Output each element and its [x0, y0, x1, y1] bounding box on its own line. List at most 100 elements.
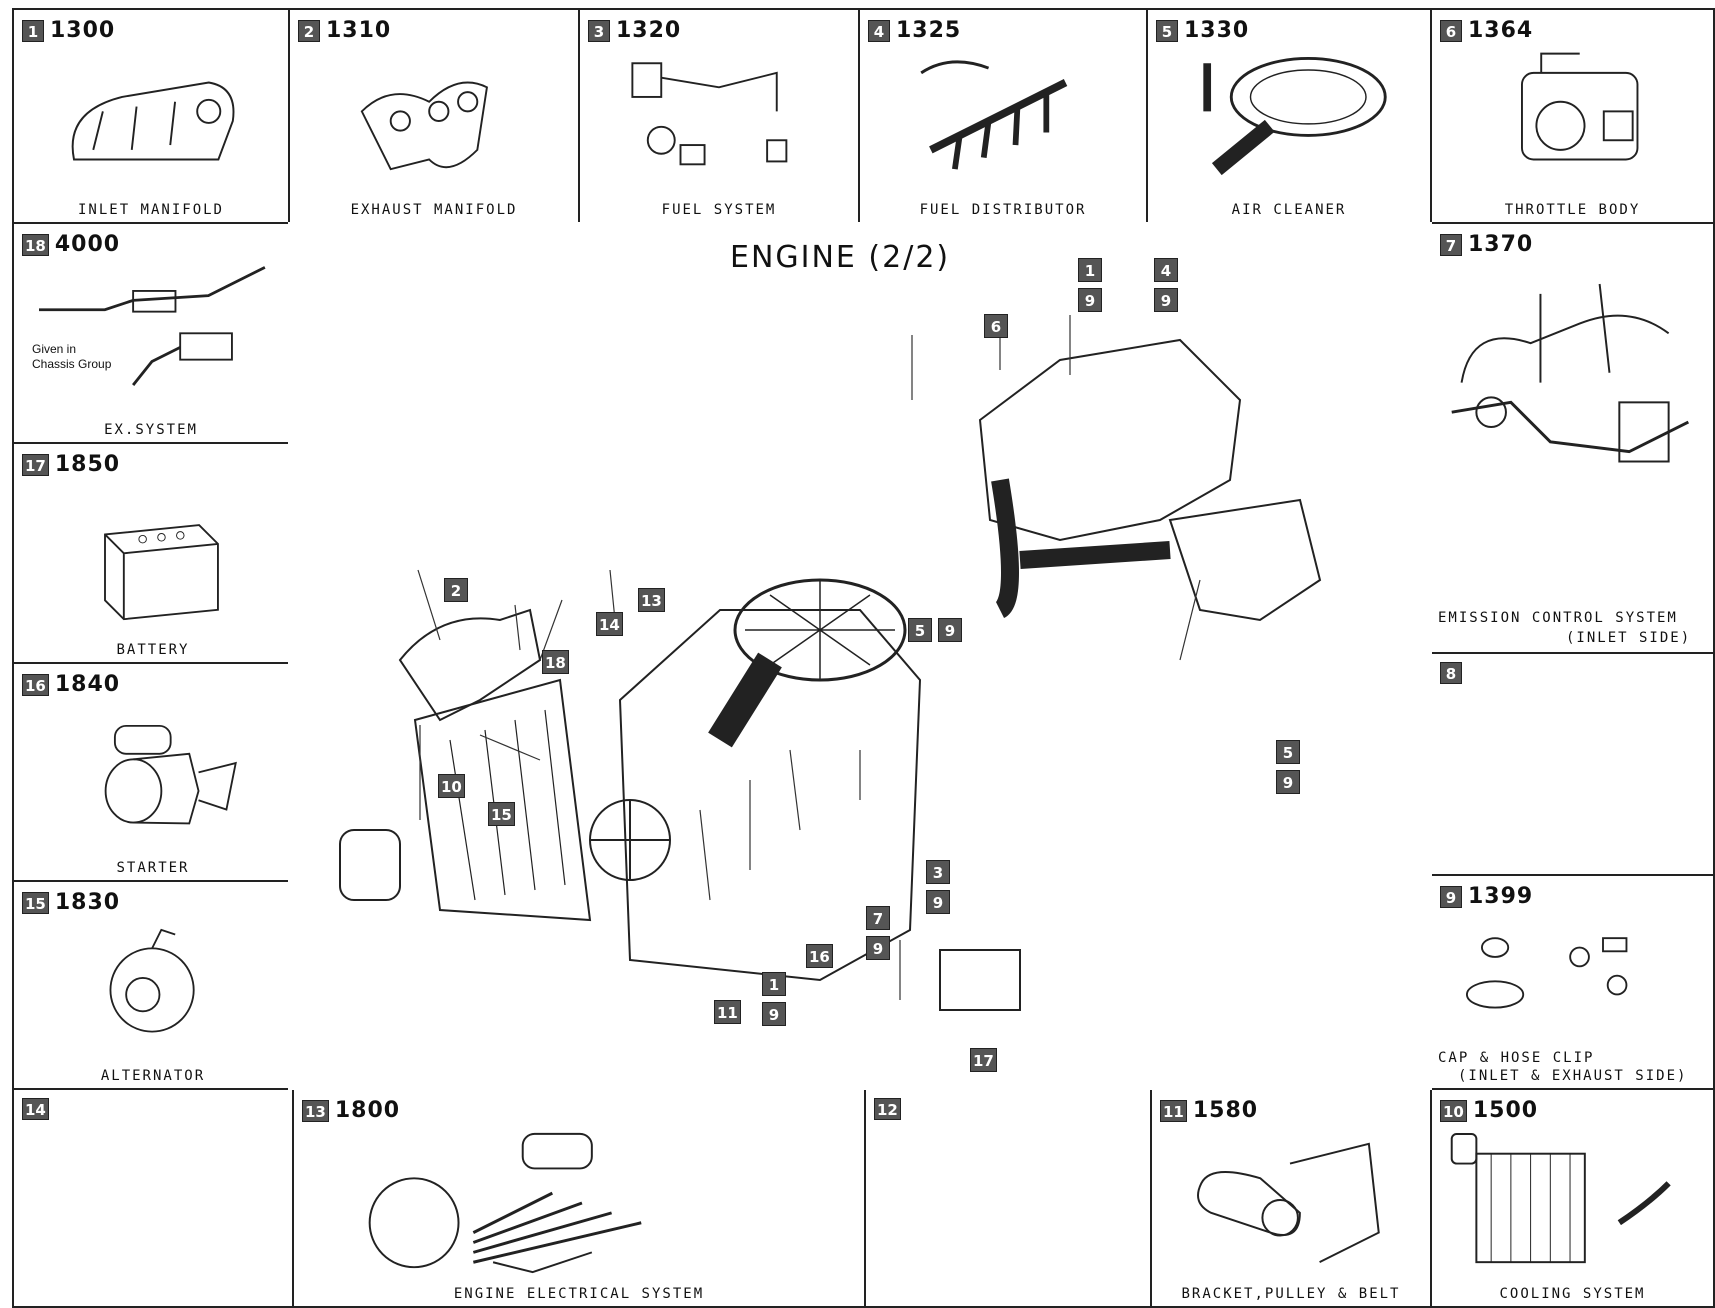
callout-badge: 3 [926, 860, 950, 884]
diagram-title: ENGINE (2/2) [730, 240, 951, 275]
cell-fuel-distributor[interactable]: 4 1325 FUEL DISTRIBUTOR [858, 8, 1148, 224]
caption: FUEL DISTRIBUTOR [919, 202, 1087, 218]
inlet-manifold-icon [14, 44, 288, 198]
caption: BATTERY [116, 642, 190, 658]
part-code: 1370 [1468, 232, 1534, 257]
part-code: 1320 [616, 18, 682, 43]
callout-badge: 1 [1078, 258, 1102, 282]
callout-badge: 1 [762, 972, 786, 996]
caption: COOLING SYSTEM [1499, 1286, 1646, 1302]
section-number-badge: 16 [22, 673, 49, 696]
caption: EXHAUST MANIFOLD [350, 202, 518, 218]
fuel-distributor-icon [860, 44, 1146, 198]
callout-badge: 11 [714, 1000, 741, 1024]
callout-badge: 9 [1154, 288, 1178, 312]
part-code: 1310 [326, 18, 392, 43]
note-line: Given in [32, 342, 77, 356]
caption-line: (INLET SIDE) [1566, 630, 1692, 646]
part-code: 4000 [54, 232, 121, 257]
section-number-badge: 4 [868, 19, 890, 42]
section-number-badge: 10 [1440, 1099, 1467, 1122]
section-number-badge: 6 [1440, 19, 1462, 42]
part-code: 1300 [50, 18, 116, 43]
cell-cap-hose-clip[interactable]: 9 1399 CAP & HOSE CLIP (INLET & EXHAUST S… [1430, 874, 1715, 1090]
note-line: Chassis Group [32, 357, 112, 371]
battery-icon [14, 478, 292, 638]
section-number-badge: 2 [298, 19, 320, 42]
fuel-system-icon [580, 44, 858, 198]
callout-badge: 14 [596, 612, 623, 636]
section-number-badge: 11 [1160, 1099, 1187, 1122]
callout-badge: 17 [970, 1048, 997, 1072]
part-code: 1580 [1192, 1098, 1259, 1123]
part-code: 1830 [54, 890, 121, 915]
part-code: 1850 [54, 452, 121, 477]
throttle-body-icon [1432, 44, 1713, 198]
callout-badge: 9 [866, 936, 890, 960]
callout-badge: 9 [1276, 770, 1300, 794]
callout-badge: 5 [1276, 740, 1300, 764]
caption: ALTERNATOR [100, 1068, 206, 1084]
part-code: 1325 [896, 18, 962, 43]
caption-line: (INLET & EXHAUST SIDE) [1458, 1068, 1688, 1084]
callout-badge: 7 [866, 906, 890, 930]
caption: THROTTLE BODY [1504, 202, 1641, 218]
part-code: 1364 [1468, 18, 1534, 43]
callout-badge: 9 [1078, 288, 1102, 312]
cell-throttle-body[interactable]: 6 1364 THROTTLE BODY [1430, 8, 1715, 224]
starter-icon [14, 698, 292, 856]
section-number-badge: 14 [22, 1098, 49, 1120]
callout-badge: 9 [938, 618, 962, 642]
callout-badge: 6 [984, 314, 1008, 338]
section-number-badge: 17 [22, 453, 49, 476]
callout-badge: 16 [806, 944, 833, 968]
cell-emission-control[interactable]: 7 1370 EMISSION CONTROL SYSTEM (INLET SID… [1430, 222, 1715, 654]
cell-12-empty[interactable]: 12 [864, 1088, 1152, 1308]
caption: AIR CLEANER [1231, 202, 1347, 218]
air-cleaner-icon [1148, 44, 1430, 198]
caption: BRACKET,PULLEY & BELT [1181, 1286, 1401, 1302]
section-number-badge: 9 [1440, 885, 1462, 908]
hose-clip-icon [1432, 910, 1713, 1032]
callout-badge: 2 [444, 578, 468, 602]
caption-line: EMISSION CONTROL SYSTEM [1438, 610, 1678, 626]
part-code: 1330 [1184, 18, 1250, 43]
part-code: 1800 [334, 1098, 401, 1123]
engine-main-diagram [288, 222, 1432, 1090]
cell-8-empty[interactable]: 8 [1430, 652, 1715, 876]
emission-control-icon [1432, 258, 1713, 596]
part-code: 1399 [1468, 884, 1534, 909]
part-code: 1840 [54, 672, 121, 697]
cell-exhaust-manifold[interactable]: 2 1310 EXHAUST MANIFOLD [288, 8, 580, 224]
callout-badge: 13 [638, 588, 665, 612]
callout-badge: 9 [762, 1002, 786, 1026]
caption-line: CAP & HOSE CLIP [1438, 1050, 1595, 1066]
cooling-system-icon [1432, 1124, 1713, 1282]
caption: INLET MANIFOLD [77, 202, 224, 218]
bracket-pulley-belt-icon [1152, 1124, 1430, 1282]
exhaust-manifold-icon [290, 44, 578, 198]
part-code: 1500 [1472, 1098, 1539, 1123]
engine-assembly-illustration [339, 315, 1322, 1011]
cell-14-empty[interactable]: 14 [12, 1088, 294, 1308]
caption: STARTER [116, 860, 190, 876]
caption: EX.SYSTEM [104, 422, 198, 438]
section-number-badge: 8 [1440, 662, 1462, 684]
callout-badge: 9 [926, 890, 950, 914]
alternator-icon [14, 916, 292, 1064]
callout-badge: 10 [438, 774, 465, 798]
exhaust-system-icon [14, 258, 288, 418]
engine-electrical-icon [294, 1124, 864, 1282]
callout-badge: 4 [1154, 258, 1178, 282]
section-number-badge: 7 [1440, 233, 1462, 256]
